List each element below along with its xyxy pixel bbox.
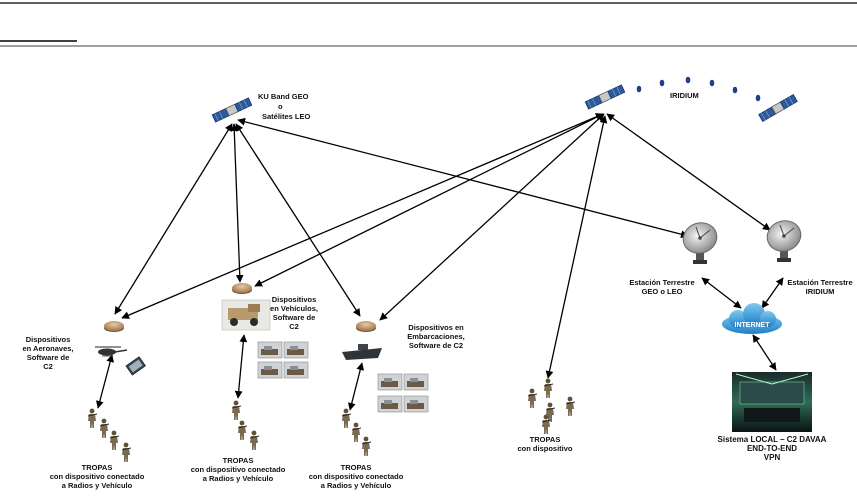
cloud-icon [722,303,782,334]
soldier-icon [87,408,98,429]
aircraft-label-1: Dispositivos [26,335,71,344]
vehicle-label-3: Software de [273,313,316,322]
soldier-icon [351,422,362,443]
soldier-icon [109,430,120,451]
troops-2-line2: con dispositivo conectado [191,465,286,474]
aircraft-device-dome-icon [104,321,124,332]
ship-label-1: Dispositivos en [408,323,464,332]
ship-photo-4 [403,395,429,413]
soldier-icon [99,418,110,439]
troops-group-2 [231,400,260,451]
troops-group-1 [87,408,132,463]
vehicle-device-dome-icon [232,283,252,294]
troops-2-line3: a Radios y Vehículo [203,474,274,483]
ship-photo-2 [403,373,429,391]
vehicle-label-4: C2 [289,322,299,331]
satellite-iridium-icon [584,84,626,110]
station-iridium-label-2: IRIDIUM [806,287,835,296]
monitor-icon [125,356,146,376]
troops-3-title: TROPAS [341,463,372,472]
satellite-dish-iridium-icon [762,215,806,263]
soldier-icon [361,436,372,457]
vehicle-photo-3 [257,361,283,379]
satellite-iridium-2-icon [758,94,798,122]
internet-label: INTERNET [735,322,771,329]
soldier-icon [565,396,576,417]
soldier-icon [249,430,260,451]
satellite-dish-geo-icon [678,217,722,265]
station-iridium-label-1: Estación Terrestre [787,278,852,287]
ship-device-dome-icon [356,321,376,332]
truck-icon [221,299,271,331]
soldier-icon [543,378,554,399]
troops-1-title: TROPAS [82,463,113,472]
station-geo-label-2: GEO o LEO [642,287,683,296]
troops-group-3 [341,408,372,457]
geo-satellite-label-1: KU Band GEO [258,92,309,101]
vehicle-label-2: en Vehículos, [270,304,318,313]
station-geo-label-1: Estación Terrestre [629,278,694,287]
soldier-icon [237,420,248,441]
helicopter-icon [95,346,128,357]
troops-3-line2: con dispositivo conectado [309,472,404,481]
soldier-icon [545,402,556,423]
aircraft-label-3: Software de [27,353,70,362]
ship-photo-3 [377,395,403,413]
troops-4-title: TROPAS [530,435,561,444]
control-room-icon [732,372,812,432]
soldier-icon [527,388,538,409]
geo-satellite-label-3: Satélites LEO [262,112,311,121]
geo-satellite-label-2: o [278,102,283,111]
vehicle-photo-2 [283,341,309,359]
troops-group-4 [527,378,576,435]
local-system-label-3: VPN [764,453,781,462]
soldier-icon [231,400,242,421]
ship-photo-1 [377,373,403,391]
troops-1-line3: a Radios y Vehículo [62,481,133,490]
connection-lines [96,113,784,411]
aircraft-label-4: C2 [43,362,53,371]
boat-icon [342,344,382,360]
ship-label-2: Embarcaciones, [407,332,465,341]
soldier-icon [341,408,352,429]
iridium-label: IRIDIUM [670,91,699,100]
satellite-geo-icon [211,97,253,123]
vehicle-label-1: Dispositivos [272,295,317,304]
local-system-label-1: Sistema LOCAL – C2 DAVAA [718,435,827,444]
local-system-label-2: END-TO-END [747,444,797,453]
troops-3-line3: a Radios y Vehículo [321,481,392,490]
ship-label-3: Software de C2 [409,341,463,350]
soldier-icon [121,442,132,463]
troops-1-line2: con dispositivo conectado [50,472,145,481]
vehicle-photo-4 [283,361,309,379]
aircraft-label-2: en Aeronaves, [23,344,74,353]
troops-2-title: TROPAS [223,456,254,465]
vehicle-photo-1 [257,341,283,359]
troops-4-line2: con dispositivo [517,444,572,453]
iridium-orbit-dots [636,76,761,102]
